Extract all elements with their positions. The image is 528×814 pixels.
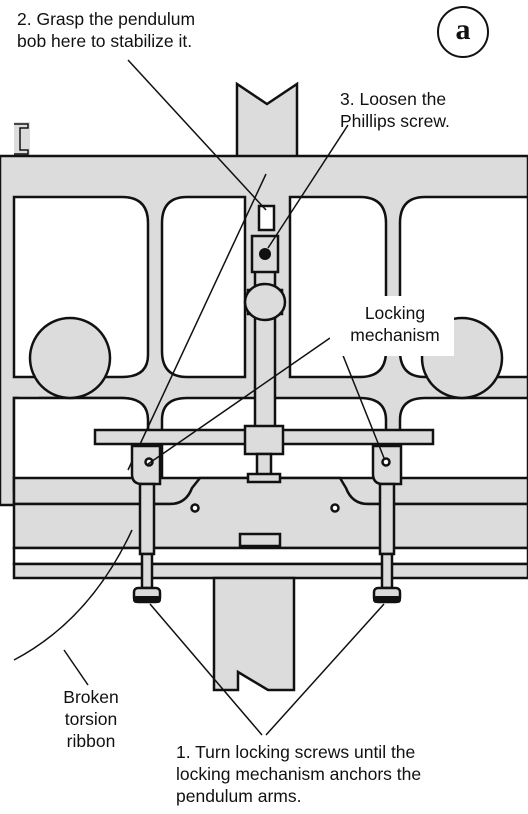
leader-turn-right — [265, 603, 385, 736]
hub-foot — [246, 472, 282, 484]
label-turn-locking-screws: 1. Turn locking screws until the locking… — [176, 742, 422, 806]
locking-clamp-left — [130, 444, 162, 604]
locking-clamp-right — [371, 444, 403, 604]
label-loosen: 3. Loosen the Phillips screw. — [340, 89, 450, 131]
broken-torsion-ribbon — [13, 529, 133, 661]
bob-top — [257, 204, 276, 232]
top-post — [235, 81, 299, 160]
torsion-ribbon-line — [127, 173, 267, 471]
base-block — [212, 576, 296, 692]
leader-loosen — [267, 124, 349, 249]
base-strip-1 — [12, 546, 528, 566]
center-hub — [243, 424, 285, 456]
label-locking-mechanism: Locking mechanism — [350, 303, 440, 345]
phillips-screw — [259, 248, 271, 260]
lower-window-right — [398, 396, 528, 492]
hub-stem — [255, 452, 273, 478]
label-grasp: 2. Grasp the pendulum bob here to stabil… — [17, 9, 196, 51]
leader-ribbon — [63, 649, 89, 686]
leader-locking-right — [335, 337, 385, 459]
leader-grasp — [127, 59, 267, 211]
leader-turn-left — [149, 603, 263, 736]
label-broken-torsion-ribbon: Broken torsion ribbon — [63, 687, 119, 751]
left-clamp — [14, 122, 30, 156]
leader-locking-left — [147, 337, 331, 465]
body-hole-left — [190, 503, 200, 513]
panel-letter: a — [455, 13, 471, 46]
base-strip-2 — [12, 562, 528, 580]
panel-letter-badge: a — [437, 6, 489, 58]
rod-hinge — [243, 282, 287, 322]
body-hole-right — [330, 503, 340, 513]
base-neck — [238, 532, 282, 548]
locking-label-backing — [330, 296, 454, 356]
pendulum-weight-left — [28, 316, 112, 400]
